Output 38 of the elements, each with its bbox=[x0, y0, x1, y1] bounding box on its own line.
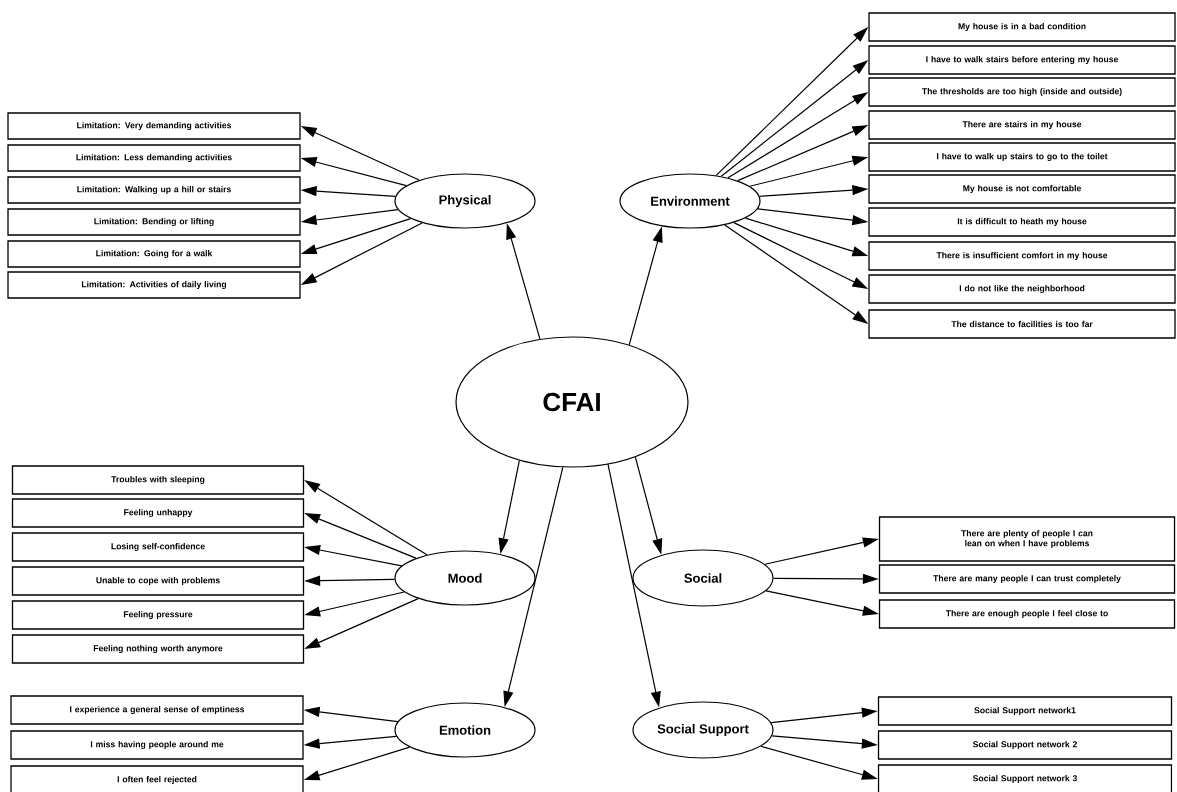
item-box: Limitation: Less demanding activities bbox=[7, 144, 301, 172]
oval-node: Mood bbox=[394, 550, 536, 606]
item-box: There are enough people I feel close to bbox=[878, 599, 1176, 629]
item-box: Social Support network 2 bbox=[877, 730, 1173, 760]
item-box: Feeling unhappy bbox=[11, 498, 305, 528]
oval-node: Social Support bbox=[632, 701, 774, 759]
oval-node: CFAI bbox=[455, 336, 689, 468]
oval-node: Physical bbox=[394, 173, 536, 229]
item-box: Feeling pressure bbox=[11, 600, 305, 630]
item-box: Limitation: Activities of daily living bbox=[7, 271, 301, 299]
item-box: There are stairs in my house bbox=[868, 110, 1176, 140]
item-box: The distance to facilities is too far bbox=[868, 309, 1176, 339]
oval-node: Social bbox=[632, 549, 774, 607]
item-box: Troubles with sleeping bbox=[11, 465, 305, 495]
item-box: Social Support network 3 bbox=[877, 764, 1173, 792]
item-box: It is difficult to heath my house bbox=[868, 207, 1176, 237]
item-box: My house is not comfortable bbox=[868, 174, 1176, 204]
item-box: Limitation: Very demanding activities bbox=[7, 112, 301, 140]
item-box: There are many people I can trust completely bbox=[878, 564, 1176, 594]
item-box: Unable to cope with problems bbox=[11, 566, 305, 596]
item-box: I miss having people around me bbox=[10, 730, 304, 760]
oval-node: Environment bbox=[619, 173, 761, 229]
item-box: My house is in a bad condition bbox=[868, 12, 1176, 42]
item-box: I do not like the neighborhood bbox=[868, 274, 1176, 304]
item-box: Limitation: Walking up a hill or stairs bbox=[7, 176, 301, 204]
item-box: Limitation: Bending or lifting bbox=[7, 208, 301, 236]
item-box: Social Support network1 bbox=[877, 696, 1173, 726]
item-box: The thresholds are too high (inside and outside) bbox=[868, 77, 1176, 107]
item-box: Losing self-confidence bbox=[11, 532, 305, 562]
item-box: I often feel rejected bbox=[10, 765, 304, 792]
item-box: I experience a general sense of emptiness bbox=[10, 695, 304, 725]
item-box: Feeling nothing worth anymore bbox=[11, 634, 305, 664]
item-box: There are plenty of people I can lean on when I have problems bbox=[878, 516, 1176, 562]
item-box: I have to walk up stairs to go to the toilet bbox=[868, 142, 1176, 172]
item-box: Limitation: Going for a walk bbox=[7, 240, 301, 268]
oval-node: Emotion bbox=[394, 702, 536, 758]
item-box: There is insufficient comfort in my house bbox=[868, 241, 1176, 271]
item-box: I have to walk stairs before entering my house bbox=[868, 45, 1176, 75]
